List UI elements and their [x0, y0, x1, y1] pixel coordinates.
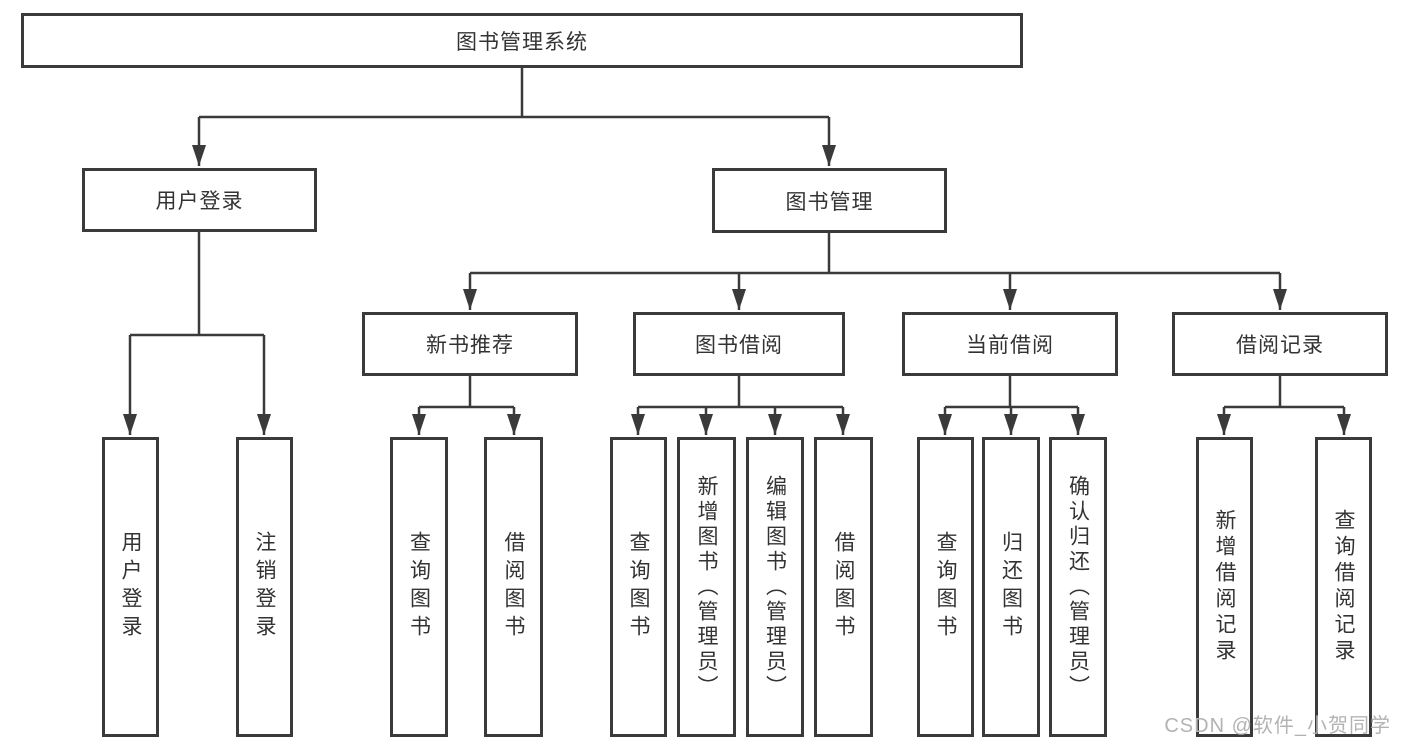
leaf-query-books-recommend: 查询图书 — [390, 437, 448, 737]
leaf-borrow-books: 借阅图书 — [814, 437, 873, 737]
leaf-edit-books-admin: 编辑图书（管理员） — [746, 437, 804, 737]
leaf-borrow-books-recommend: 借阅图书 — [484, 437, 543, 737]
leaf-query-borrow-record: 查询借阅记录 — [1315, 437, 1372, 737]
leaf-return-books: 归还图书 — [982, 437, 1040, 737]
node-library-management-system: 图书管理系统 — [21, 13, 1023, 68]
node-book-management: 图书管理 — [712, 168, 947, 233]
leaf-add-borrow-record: 新增借阅记录 — [1196, 437, 1253, 737]
leaf-query-books-borrowing: 查询图书 — [610, 437, 667, 737]
leaf-add-books-admin: 新增图书（管理员） — [677, 437, 736, 737]
node-new-book-recommendation: 新书推荐 — [362, 312, 578, 376]
node-book-borrowing: 图书借阅 — [633, 312, 845, 376]
leaf-confirm-return-admin: 确认归还（管理员） — [1049, 437, 1107, 737]
leaf-logout: 注销登录 — [236, 437, 293, 737]
node-current-borrowing: 当前借阅 — [902, 312, 1118, 376]
csdn-watermark: CSDN @软件_小贺同学 — [1164, 715, 1391, 737]
leaf-user-login: 用户登录 — [102, 437, 159, 737]
node-borrowing-records: 借阅记录 — [1172, 312, 1388, 376]
node-user-login: 用户登录 — [82, 168, 317, 232]
leaf-query-books-current: 查询图书 — [917, 437, 974, 737]
